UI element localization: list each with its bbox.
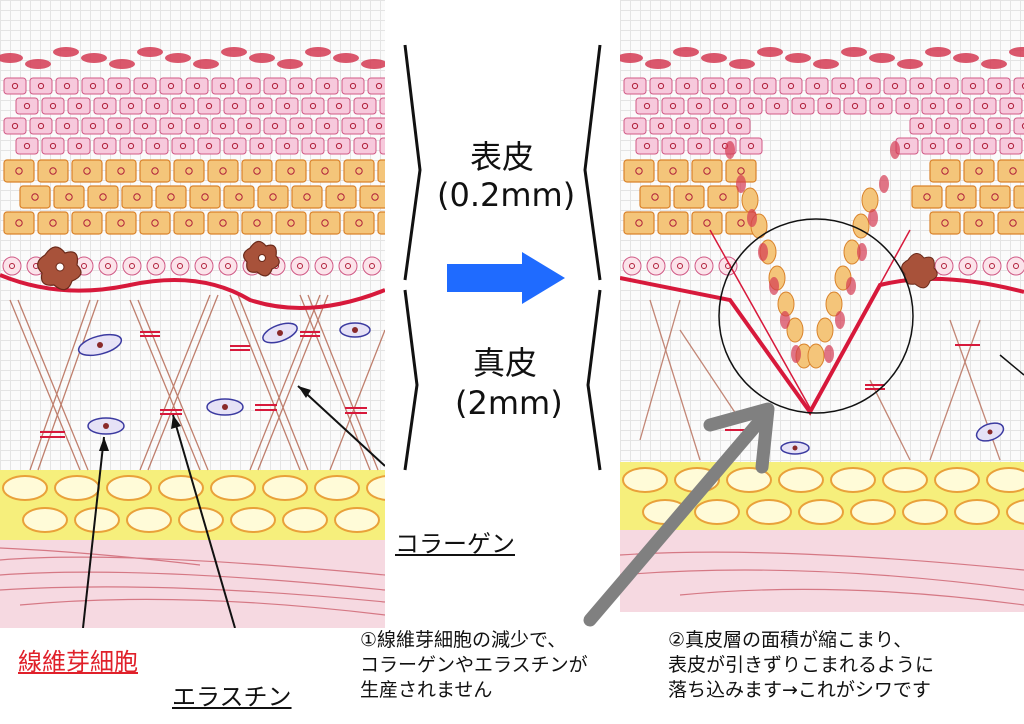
wrinkled-skin-drawing: [620, 47, 1024, 612]
elastin-label: エラスチン: [172, 683, 292, 711]
caption-step1: ①線維芽細胞の減少で、 コラーゲンやエラスチンが 生産されません: [360, 629, 588, 701]
epidermis-thickness: (0.2mm): [437, 176, 576, 214]
wrinkled-skin-illustration: [620, 0, 1024, 612]
progression-arrow-icon: [447, 252, 565, 304]
caption-step2: ②真皮層の面積が縮こまり、 表皮が引きずりこまれるように 落ち込みます→これがシ…: [668, 629, 935, 701]
dermis-thickness: (2mm): [455, 384, 563, 422]
healthy-skin-drawing: [0, 47, 385, 628]
collagen-label: コラーゲン: [395, 530, 515, 558]
dermis-label: 真皮: [473, 344, 538, 382]
fibroblast-label: 線維芽細胞: [18, 648, 138, 676]
epidermis-label: 表皮: [470, 138, 535, 176]
layer-brackets: [403, 44, 602, 471]
healthy-skin-illustration: [0, 0, 385, 628]
wrinkle-pointer-arrow-icon: [583, 402, 775, 627]
